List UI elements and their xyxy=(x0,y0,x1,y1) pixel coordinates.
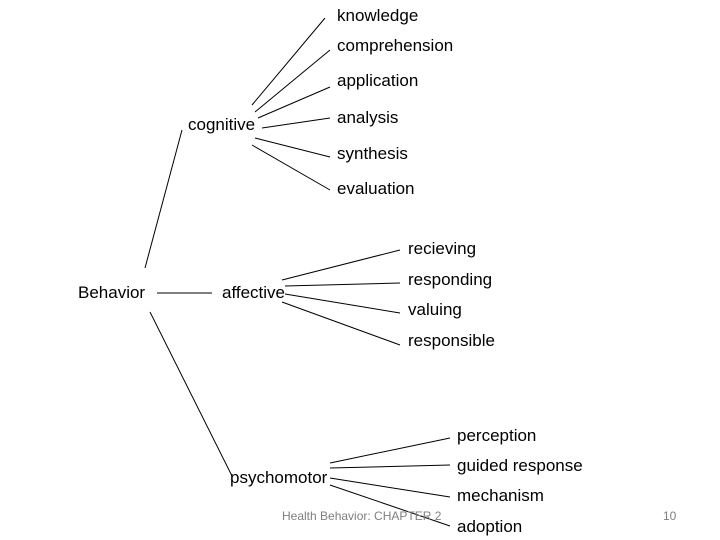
domain-node-cognitive: cognitive xyxy=(188,115,256,134)
connector-cognitive-analysis xyxy=(261,117,331,129)
psychomotor-level-guided-response: guided response xyxy=(457,456,583,475)
psychomotor-level-mechanism: mechanism xyxy=(457,486,544,505)
connector-psychomotor-adoption xyxy=(329,484,451,527)
affective-level-valuing: valuing xyxy=(408,300,462,319)
connector-behavior-cognitive xyxy=(144,129,183,269)
affective-level-recieving: recieving xyxy=(408,239,477,258)
cognitive-level-knowledge: knowledge xyxy=(337,6,419,25)
connector-affective-valuing xyxy=(284,293,401,314)
psychomotor-level-perception: perception xyxy=(457,426,537,445)
connector-cognitive-knowledge xyxy=(251,17,326,106)
domain-node-affective: affective xyxy=(222,283,286,302)
connector-psychomotor-guided-response xyxy=(329,464,451,469)
root-node-behavior: Behavior xyxy=(78,283,146,302)
connector-psychomotor-mechanism xyxy=(329,477,451,498)
cognitive-level-synthesis: synthesis xyxy=(337,144,408,163)
connector-affective-recieving xyxy=(281,249,401,281)
cognitive-level-comprehension: comprehension xyxy=(337,36,454,55)
footer-caption: Health Behavior: CHAPTER 2 xyxy=(282,509,442,523)
connector-cognitive-comprehension xyxy=(254,49,331,113)
connector-behavior-psychomotor xyxy=(149,311,233,477)
psychomotor-level-adoption: adoption xyxy=(457,517,523,536)
cognitive-level-evaluation: evaluation xyxy=(337,179,415,198)
connector-affective-responsible xyxy=(281,301,401,346)
affective-level-responsible: responsible xyxy=(408,331,495,350)
cognitive-level-application: application xyxy=(337,71,419,90)
connector-cognitive-application xyxy=(257,86,331,119)
domain-node-psychomotor: psychomotor xyxy=(230,468,328,487)
connector-cognitive-synthesis xyxy=(254,137,331,158)
affective-level-responding: responding xyxy=(408,270,493,289)
page-number: 10 xyxy=(663,509,677,523)
cognitive-level-analysis: analysis xyxy=(337,108,399,127)
connector-psychomotor-perception xyxy=(329,437,451,464)
connector-cognitive-evaluation xyxy=(251,144,331,191)
connector-affective-responding xyxy=(284,282,401,287)
